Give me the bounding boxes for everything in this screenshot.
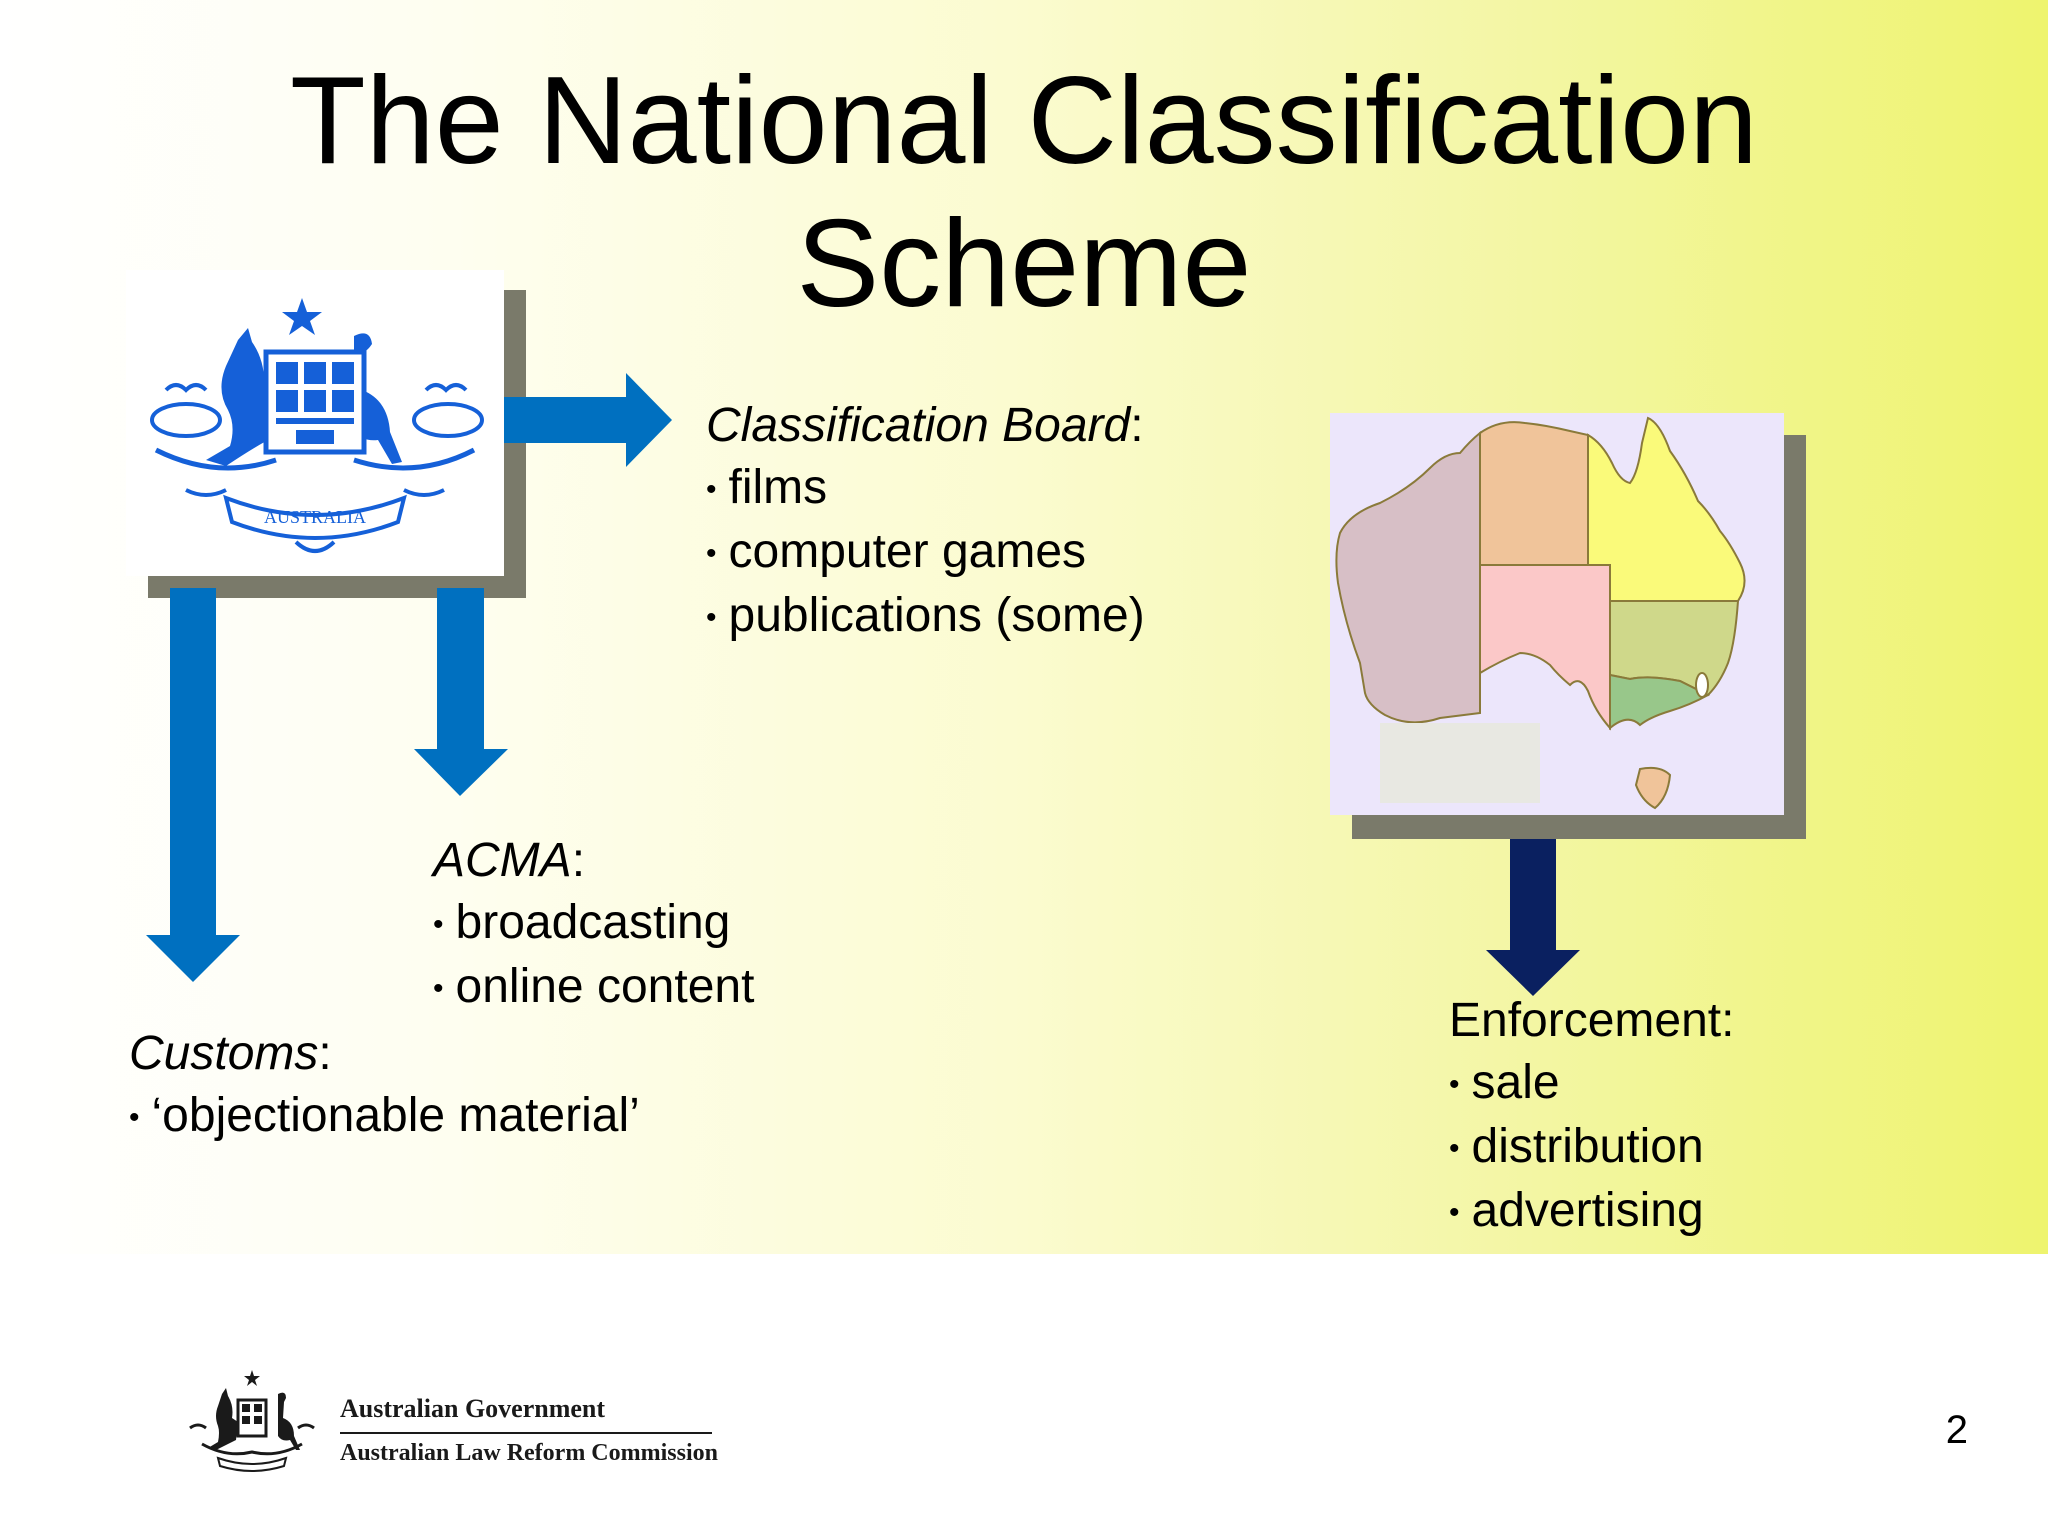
classification-board-heading: Classification Board: bbox=[706, 399, 1144, 452]
list-item: •broadcasting bbox=[433, 896, 731, 949]
list-item: •advertising bbox=[1449, 1184, 1704, 1237]
slide-title-line-1: The National Classification bbox=[289, 52, 1759, 190]
australia-map-icon bbox=[1335, 416, 1746, 810]
list-item: •films bbox=[706, 461, 828, 514]
enforcement-block: Enforcement: •sale •distribution •advert… bbox=[1449, 990, 1734, 1244]
list-item: •online content bbox=[433, 960, 755, 1013]
footer-logo: Australian Government Australian Law Ref… bbox=[182, 1366, 742, 1476]
page-number: 2 bbox=[1945, 1408, 1968, 1452]
list-item: •‘objectionable material’ bbox=[129, 1089, 640, 1142]
slide-title-line-2: Scheme bbox=[796, 195, 1252, 333]
customs-heading: Customs: bbox=[129, 1027, 332, 1080]
australia-map-picture bbox=[1330, 413, 1806, 839]
coat-of-arms-picture: AUSTRALIA bbox=[126, 270, 526, 598]
list-item: •computer games bbox=[706, 525, 1087, 578]
coat-of-arms-icon: AUSTRALIA bbox=[150, 298, 484, 553]
coat-of-arms-lettering: AUSTRALIA bbox=[264, 507, 366, 527]
footer-org-line-1: Australian Government bbox=[340, 1394, 606, 1423]
list-item: •distribution bbox=[1449, 1120, 1704, 1173]
classification-board-block: Classification Board: •films •computer g… bbox=[706, 395, 1145, 649]
list-item: •sale bbox=[1449, 1056, 1560, 1109]
acma-heading: ACMA: bbox=[433, 834, 586, 887]
customs-block: Customs: •‘objectionable material’ bbox=[129, 1023, 640, 1149]
list-item: •publications (some) bbox=[706, 589, 1145, 642]
footer-divider bbox=[340, 1432, 712, 1434]
enforcement-heading: Enforcement: bbox=[1449, 994, 1735, 1047]
footer-org-line-2: Australian Law Reform Commission bbox=[340, 1440, 718, 1466]
acma-block: ACMA: •broadcasting •online content bbox=[433, 830, 754, 1020]
footer-coat-of-arms-icon bbox=[189, 1370, 315, 1472]
